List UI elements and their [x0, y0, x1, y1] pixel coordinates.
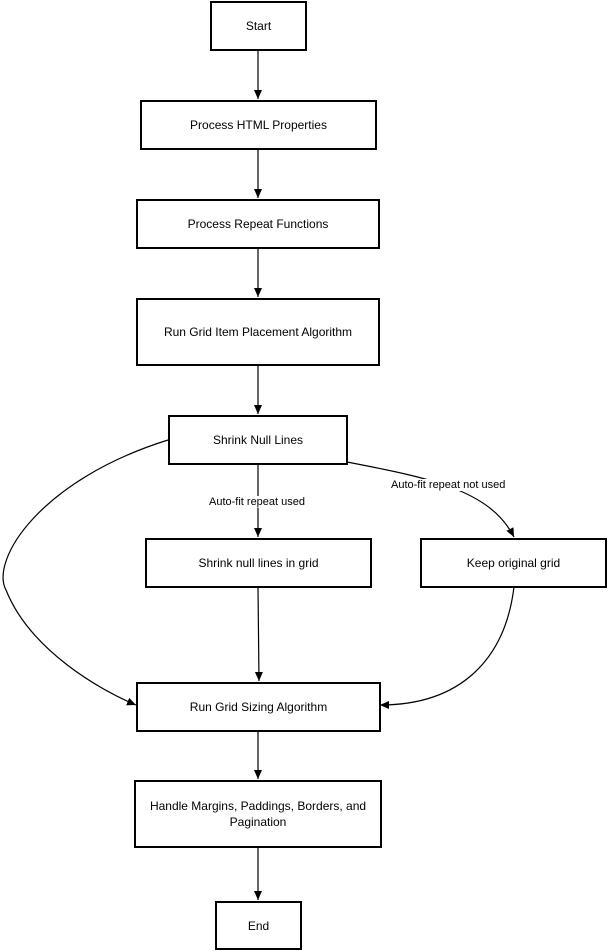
- edge-shrink-grid-to-sizing: [254, 586, 263, 682]
- shrink-null-node: Shrink Null Lines: [168, 415, 348, 465]
- process-html-node: Process HTML Properties: [140, 100, 377, 150]
- process-html-node-label: Process HTML Properties: [190, 118, 327, 132]
- shrink-grid-node-label: Shrink null lines in grid: [198, 556, 319, 570]
- margins-node: Handle Margins, Paddings, Borders, and P…: [134, 780, 382, 848]
- start-node-label: Start: [245, 19, 272, 33]
- edge-shrink-to-sizing-loop: [2, 439, 169, 706]
- placement-node: Run Grid Item Placement Algorithm: [136, 298, 380, 366]
- start-node: Start: [210, 1, 307, 51]
- end-node: End: [215, 901, 302, 950]
- shrink-null-node-label: Shrink Null Lines: [212, 433, 304, 447]
- end-node-label: End: [247, 918, 270, 933]
- edge-label-autofit-not-used: Auto-fit repeat not used: [390, 479, 507, 491]
- shrink-grid-node: Shrink null lines in grid: [145, 538, 372, 588]
- sizing-node: Run Grid Sizing Algorithm: [136, 682, 381, 732]
- edge-label-autofit-used: Auto-fit repeat used: [208, 496, 307, 508]
- edge-keep-grid-to-sizing: [379, 586, 515, 709]
- keep-grid-node-label: Keep original grid: [466, 556, 561, 570]
- process-repeat-node-label: Process Repeat Functions: [187, 217, 329, 231]
- process-repeat-node: Process Repeat Functions: [136, 199, 380, 249]
- sizing-node-label: Run Grid Sizing Algorithm: [189, 700, 328, 714]
- edge-shrink-to-keep-grid: [346, 461, 515, 538]
- margins-node-label: Handle Margins, Paddings, Borders, and P…: [149, 799, 367, 829]
- keep-grid-node: Keep original grid: [420, 538, 607, 588]
- placement-node-label: Run Grid Item Placement Algorithm: [163, 325, 353, 339]
